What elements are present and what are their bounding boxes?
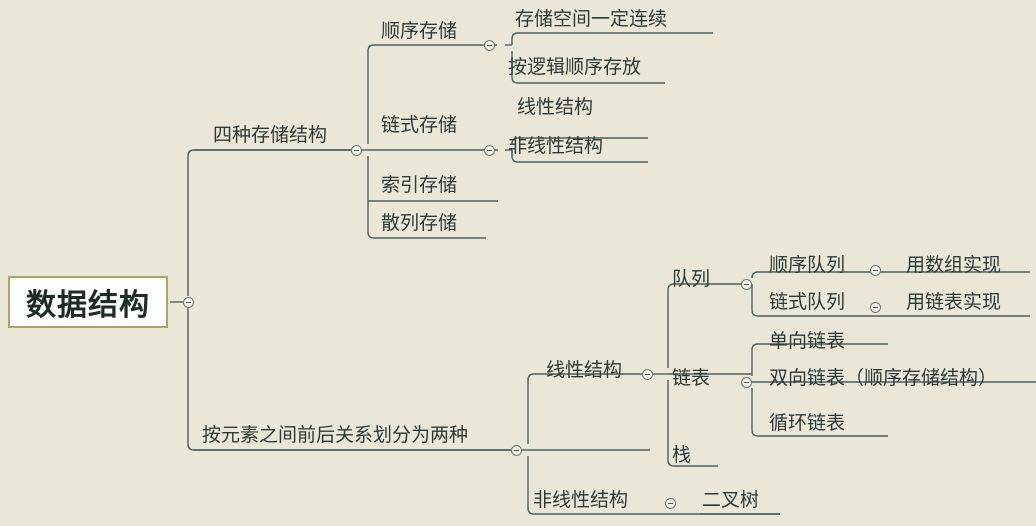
node-linked-nonlinear-structure[interactable]: 非线性结构 — [508, 135, 604, 157]
toggle-linked-storage-icon[interactable] — [484, 145, 495, 156]
node-store-by-logical-order[interactable]: 按逻辑顺序存放 — [508, 56, 642, 78]
toggle-linked-queue-icon[interactable] — [870, 302, 881, 313]
node-linked-queue[interactable]: 链式队列 — [769, 291, 846, 313]
node-linked-linear-structure[interactable]: 线性结构 — [517, 96, 594, 118]
toggle-root-icon[interactable] — [183, 297, 194, 308]
toggle-nonlinear-structure-icon[interactable] — [665, 498, 676, 509]
toggle-linked-list-icon[interactable] — [741, 377, 752, 388]
node-sequential-queue[interactable]: 顺序队列 — [769, 254, 846, 276]
node-indexed-storage[interactable]: 索引存储 — [381, 174, 458, 196]
toggle-linear-structure-icon[interactable] — [642, 369, 653, 380]
toggle-sequential-storage-icon[interactable] — [484, 40, 495, 51]
node-implemented-with-array[interactable]: 用数组实现 — [906, 254, 1002, 276]
node-doubly-linked-list[interactable]: 双向链表（顺序存储结构） — [769, 367, 998, 389]
node-four-storage-structures[interactable]: 四种存储结构 — [213, 124, 328, 146]
root-node-label: 数据结构 — [26, 288, 150, 323]
node-circular-linked-list[interactable]: 循环链表 — [769, 412, 846, 434]
node-binary-tree[interactable]: 二叉树 — [702, 489, 760, 511]
node-linked-list[interactable]: 链表 — [672, 367, 711, 389]
node-nonlinear-structure[interactable]: 非线性结构 — [533, 489, 629, 511]
node-linear-structure[interactable]: 线性结构 — [546, 359, 623, 381]
node-sequential-storage[interactable]: 顺序存储 — [381, 20, 458, 42]
toggle-four-storage-structures-icon[interactable] — [351, 145, 362, 156]
node-singly-linked-list[interactable]: 单向链表 — [769, 330, 846, 352]
node-divide-by-element-relation[interactable]: 按元素之间前后关系划分为两种 — [202, 424, 469, 446]
node-stack[interactable]: 栈 — [672, 444, 692, 466]
node-implemented-with-linked-list[interactable]: 用链表实现 — [906, 291, 1002, 313]
toggle-divide-by-element-relation-icon[interactable] — [511, 445, 522, 456]
node-linked-storage[interactable]: 链式存储 — [381, 114, 458, 136]
toggle-sequential-queue-icon[interactable] — [870, 265, 881, 276]
node-hashed-storage[interactable]: 散列存储 — [381, 212, 458, 234]
root-node[interactable]: 数据结构 — [8, 276, 168, 328]
toggle-queue-icon[interactable] — [741, 279, 752, 290]
node-queue[interactable]: 队列 — [672, 268, 711, 290]
node-storage-contiguous[interactable]: 存储空间一定连续 — [515, 8, 668, 30]
